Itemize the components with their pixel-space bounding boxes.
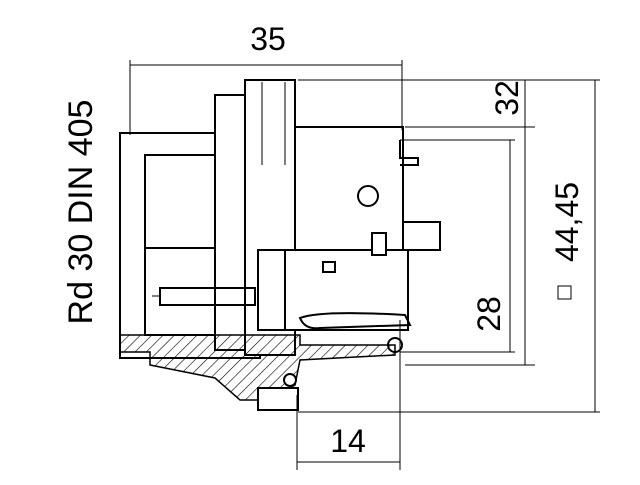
dim-label-14: 14: [330, 423, 366, 459]
o-ring: [283, 373, 297, 387]
dim-label-28: 28: [471, 296, 507, 332]
connector-body: [119, 79, 441, 411]
dimension-lines: [129, 60, 600, 470]
latch-lever: [298, 312, 412, 330]
connector-standard-label: Rd 30 DIN 405: [62, 100, 100, 325]
small-block: [322, 261, 336, 273]
contact-pin: [159, 287, 256, 306]
solder-tab-mid: [403, 221, 441, 251]
small-tab: [371, 232, 387, 256]
terminal-hole: [357, 185, 379, 207]
square-symbol: [557, 285, 572, 300]
flange-plate-front: [214, 94, 246, 351]
dim-label-35: 35: [250, 21, 286, 57]
solder-tab-top: [399, 140, 419, 166]
dim-label-44-45: 44,45: [549, 182, 585, 262]
locking-rim: [257, 387, 299, 411]
dim-label-32: 32: [489, 80, 525, 116]
dimension-labels: 35 32 44,45 28 14 Rd 30 DIN 405: [62, 21, 585, 459]
